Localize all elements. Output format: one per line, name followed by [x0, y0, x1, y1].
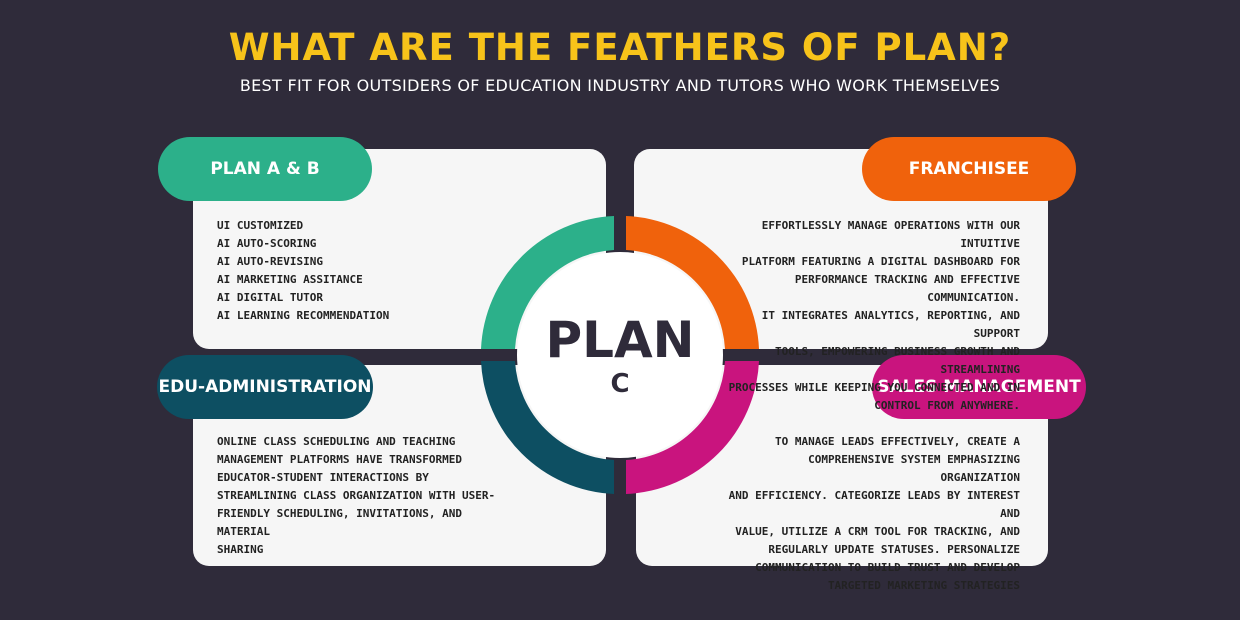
edu-administration-label: EDU-ADMINISTRATION [157, 355, 373, 419]
list-item: AI Digital Tutor [217, 291, 323, 304]
text-line: sharing [217, 543, 264, 556]
plan-ab-label-text: PLAN A & B [210, 159, 320, 179]
franchisee-label: FRANCHISEE [862, 137, 1076, 201]
plan-ab-label: PLAN A & B [158, 137, 372, 201]
edu-administration-description: Online class scheduling and teaching man… [217, 433, 515, 559]
sales-management-description: To manage leads effectively, create a co… [726, 433, 1020, 595]
text-line: comprehensive system emphasizing organiz… [808, 453, 1020, 484]
text-line: educator-student interactions by [217, 471, 429, 484]
ring-segment-bottom-left [481, 361, 614, 494]
franchisee-label-text: FRANCHISEE [908, 159, 1030, 179]
list-item: UI Customized [217, 219, 304, 232]
text-line: friendly scheduling, invitations, and ma… [217, 507, 463, 538]
text-line: It integrates analytics, reporting, and … [761, 309, 1020, 340]
center-word: PLAN [545, 311, 694, 369]
page-subtitle: BEST FIT FOR OUTSIDERS OF EDUCATION INDU… [239, 76, 1001, 95]
text-line: Online class scheduling and teaching [217, 435, 456, 448]
text-line: streamlining class organization with use… [217, 489, 496, 502]
list-item: AI Learning Recommendation [217, 309, 390, 322]
list-item: AI Auto-Revising [217, 255, 323, 268]
list-item: AI Marketing Assitance [217, 273, 363, 286]
text-line: tools, empowering business growth and st… [774, 345, 1020, 376]
text-line: performance tracking and effective commu… [794, 273, 1020, 304]
list-item: AI Auto-Scoring [217, 237, 317, 250]
text-line: management platforms have transformed [217, 453, 463, 466]
text-line: regularly update statuses. Personalize [768, 543, 1020, 556]
text-line: control from anywhere. [874, 399, 1020, 412]
text-line: To manage leads effectively, create a [774, 435, 1020, 448]
ring-segment-top-right [626, 216, 759, 349]
plan-c-ring: PLAN C [481, 216, 759, 494]
sales-management-label-text: SALES MANAGEMENT [877, 377, 1081, 397]
ring-segment-top-left [481, 216, 614, 349]
edu-administration-label-text: EDU-ADMINISTRATION [158, 377, 372, 397]
text-line: processes while keeping you connected an… [728, 381, 1020, 394]
text-line: and efficiency. Categorize leads by inte… [728, 489, 1020, 520]
center-letter: C [610, 369, 629, 399]
franchisee-description: Effortlessly manage operations with our … [728, 217, 1020, 415]
text-line: platform featuring a digital dashboard f… [741, 255, 1020, 268]
text-line: value, utilize a CRM tool for tracking, … [735, 525, 1020, 538]
plan-ab-feature-list: UI Customized AI Auto-Scoring AI Auto-Re… [217, 217, 389, 325]
page-title: WHAT ARE THE FEATHERS OF PLAN? [228, 26, 1012, 69]
sales-management-label: SALES MANAGEMENT [872, 355, 1086, 419]
center-circle [517, 252, 723, 458]
text-line: Effortlessly manage operations with our … [761, 219, 1020, 250]
text-line: communication to build trust and develop [755, 561, 1020, 574]
text-line: targeted marketing strategies [827, 579, 1020, 592]
ring-segment-bottom-right [626, 361, 759, 494]
